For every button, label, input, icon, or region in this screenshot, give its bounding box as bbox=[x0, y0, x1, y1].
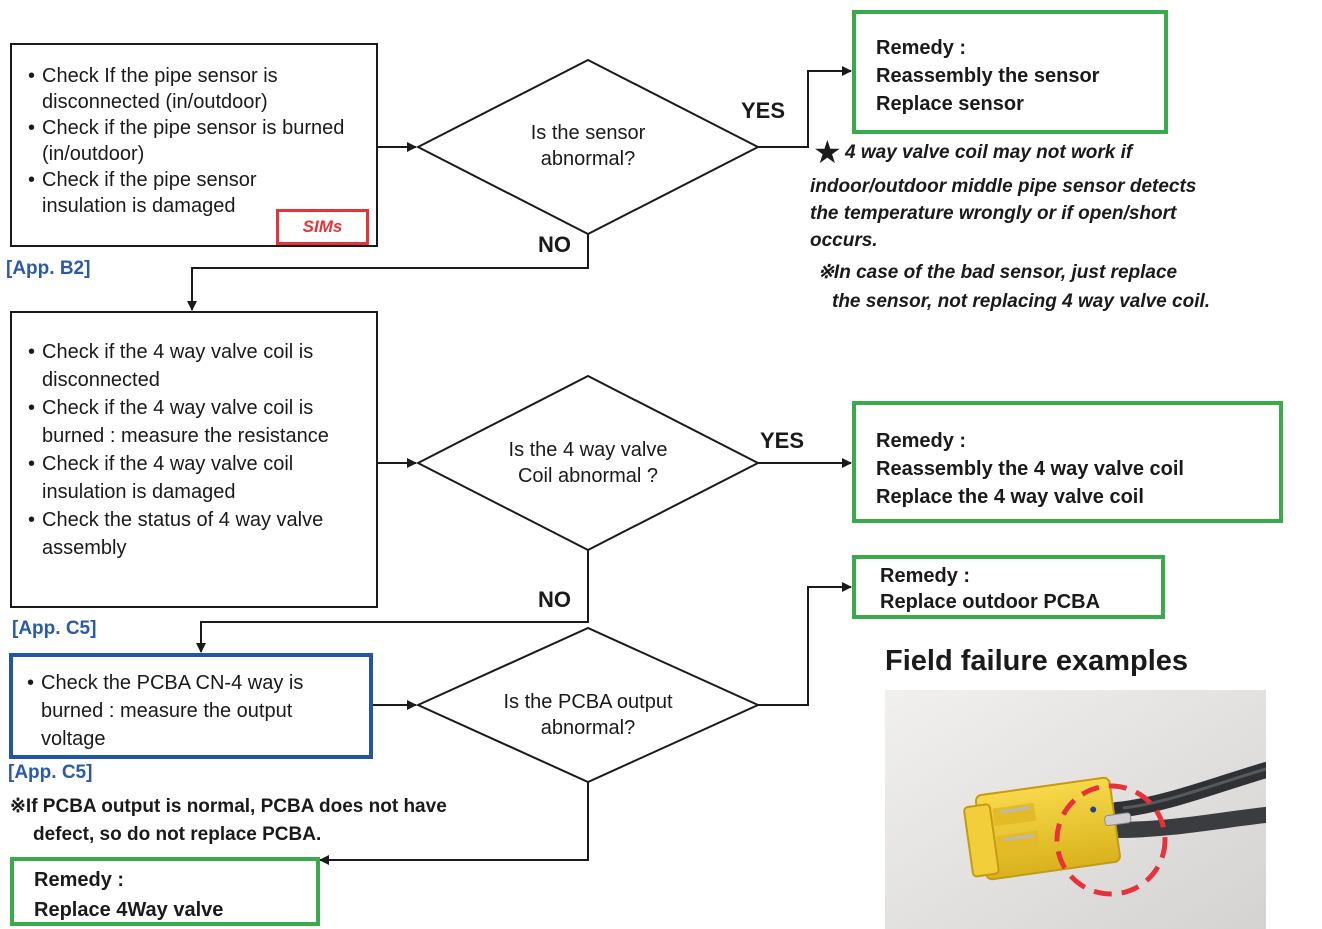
decision-question-3: Is the PCBA output abnormal? bbox=[503, 691, 673, 739]
arrow-decision1-yes bbox=[758, 66, 852, 148]
arrow-decision2-no bbox=[196, 550, 589, 653]
remedy-box-pcba: Remedy : Replace outdoor PCBA bbox=[852, 555, 1165, 619]
check-item: Check if the pipe sensor insulation is d… bbox=[28, 167, 368, 219]
arrow-decision3-to-remedy4 bbox=[319, 782, 589, 865]
note-line: indoor/outdoor middle pipe sensor detect… bbox=[810, 176, 1197, 197]
check-list-pcba: Check the PCBA CN-4 way is burned : meas… bbox=[27, 669, 339, 753]
check-item: Check if the 4 way valve coil is burned … bbox=[28, 394, 336, 450]
remedy-line: Replace outdoor PCBA bbox=[880, 591, 1101, 613]
remedy-line: Replace sensor bbox=[876, 93, 1024, 115]
arrow-decision1-no bbox=[187, 234, 589, 311]
check-item: Check the PCBA CN-4 way is burned : meas… bbox=[27, 669, 339, 753]
check-item: Check if the pipe sensor is burned (in/o… bbox=[28, 115, 368, 167]
check-item: Check if the 4 way valve coil insulation… bbox=[28, 450, 336, 506]
note-line: the temperature wrongly or if open/short bbox=[810, 203, 1177, 224]
no-label-1: NO bbox=[538, 232, 571, 257]
decision-question-2: Is the 4 way valve Coil abnormal ? bbox=[508, 439, 668, 487]
remedy-title: Remedy : bbox=[34, 869, 125, 891]
pcba-note-line: ※If PCBA output is normal, PCBA does not… bbox=[10, 796, 447, 817]
check-item: Check If the pipe sensor is disconnected… bbox=[28, 63, 368, 115]
yes-label-1: YES bbox=[741, 98, 786, 123]
note-sub-line: ※In case of the bad sensor, just replace bbox=[818, 262, 1178, 283]
remedy-box-4way-valve: Remedy : Replace 4Way valve bbox=[10, 857, 320, 926]
remedy-title: Remedy : bbox=[876, 430, 967, 452]
check-item: Check if the 4 way valve coil is disconn… bbox=[28, 338, 336, 394]
appendix-ref-b2: [App. B2] bbox=[6, 258, 91, 279]
remedy-line: Replace the 4 way valve coil bbox=[876, 486, 1144, 508]
field-failure-title: Field failure examples bbox=[885, 645, 1189, 677]
remedy-line: Reassembly the sensor bbox=[876, 65, 1100, 87]
remedy-line: Replace 4Way valve bbox=[34, 899, 224, 921]
no-label-2: NO bbox=[538, 587, 571, 612]
remedy-title: Remedy : bbox=[876, 37, 967, 59]
appendix-ref-c5: [App. C5] bbox=[8, 762, 93, 783]
yes-label-2: YES bbox=[760, 428, 805, 453]
note-sub-line: the sensor, not replacing 4 way valve co… bbox=[832, 291, 1211, 312]
remedy-box-sensor: Remedy : Reassembly the sensor Replace s… bbox=[852, 10, 1168, 134]
check-box-pcba: Check the PCBA CN-4 way is burned : meas… bbox=[9, 653, 373, 759]
pcba-note-line: defect, so do not replace PCBA. bbox=[33, 824, 322, 845]
note-line: occurs. bbox=[810, 230, 878, 251]
remedy-line: Reassembly the 4 way valve coil bbox=[876, 458, 1184, 480]
check-item: Check the status of 4 way valve assembly bbox=[28, 506, 336, 562]
check-list-valve-coil: Check if the 4 way valve coil is disconn… bbox=[28, 338, 336, 562]
check-box-valve-coil: Check if the 4 way valve coil is disconn… bbox=[10, 311, 378, 608]
check-box-pipe-sensor: Check If the pipe sensor is disconnected… bbox=[10, 43, 378, 247]
defect-highlight-circle bbox=[1054, 783, 1168, 897]
decision-question-1: Is the sensor abnormal? bbox=[530, 122, 646, 170]
arrow-decision3-to-remedy3 bbox=[758, 582, 852, 706]
note-line: 4 way valve coil may not work if bbox=[845, 142, 1133, 163]
remedy-title: Remedy : bbox=[880, 565, 971, 587]
star-icon: ★ bbox=[813, 134, 842, 170]
appendix-ref-c5: [App. C5] bbox=[12, 618, 97, 639]
check-list-pipe-sensor: Check If the pipe sensor is disconnected… bbox=[28, 63, 368, 219]
connector-photo-illustration bbox=[885, 690, 1266, 929]
sims-badge: SIMs bbox=[276, 209, 369, 245]
field-failure-photo bbox=[885, 690, 1266, 929]
remedy-box-valve-coil: Remedy : Reassembly the 4 way valve coil… bbox=[852, 401, 1283, 523]
